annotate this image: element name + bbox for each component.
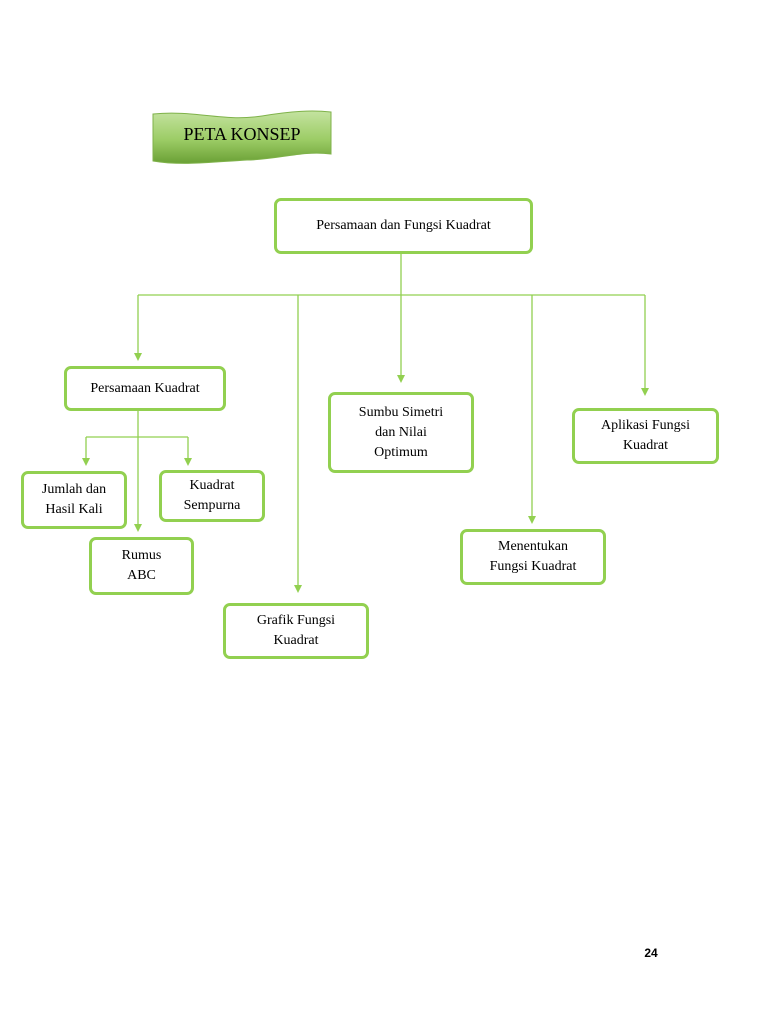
banner-shape — [152, 110, 332, 164]
node-kuadrat-sempurna: Kuadrat Sempurna — [159, 470, 265, 522]
node-persamaan-kuadrat: Persamaan Kuadrat — [64, 366, 226, 411]
node-label: Rumus ABC — [121, 548, 162, 583]
node-label: Sumbu Simetri dan Nilai Optimum — [358, 404, 444, 460]
node-label: Grafik Fungsi Kuadrat — [256, 613, 336, 648]
page-title: PETA KONSEP — [183, 124, 301, 144]
node-label: Persamaan dan Fungsi Kuadrat — [316, 218, 491, 233]
node-label: Persamaan Kuadrat — [90, 380, 200, 396]
node-label: Aplikasi Fungsi Kuadrat — [600, 418, 691, 453]
node-label: Menentukan Fungsi Kuadrat — [489, 539, 577, 574]
node-persamaan-dan-fungsi-kuadrat: Persamaan dan Fungsi Kuadrat — [274, 198, 533, 254]
node-menentukan-fungsi-kuadrat: Menentukan Fungsi Kuadrat — [460, 529, 606, 585]
node-aplikasi-fungsi-kuadrat: Aplikasi Fungsi Kuadrat — [572, 408, 719, 464]
node-label: Kuadrat Sempurna — [183, 478, 241, 513]
node-jumlah-dan-hasil-kali: Jumlah dan Hasil Kali — [21, 471, 127, 529]
node-label: Jumlah dan Hasil Kali — [41, 482, 107, 517]
page-number: 24 — [644, 946, 658, 960]
node-sumbu-simetri: Sumbu Simetri dan Nilai Optimum — [328, 392, 474, 473]
title-banner: PETA KONSEP — [152, 108, 332, 166]
node-rumus-abc: Rumus ABC — [89, 537, 194, 595]
node-grafik-fungsi-kuadrat: Grafik Fungsi Kuadrat — [223, 603, 369, 659]
